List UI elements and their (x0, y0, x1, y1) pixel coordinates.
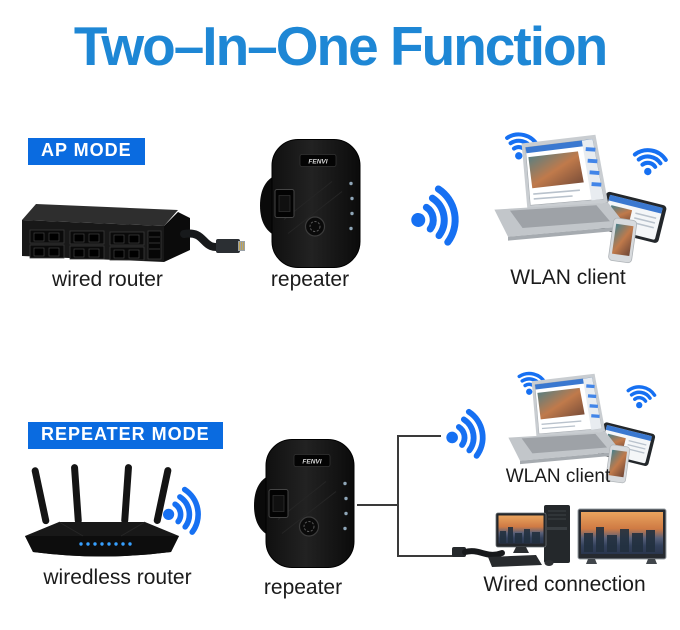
ethernet-port-icon (274, 189, 295, 218)
repeater-label-ap: repeater (270, 268, 350, 291)
rj45-plug (216, 239, 245, 253)
wifi-beam-graphic-ap (411, 185, 459, 246)
wired-router-label: wired router (52, 268, 163, 291)
wps-button (304, 216, 326, 237)
wlan-client-label-rep: WLAN client (505, 466, 611, 487)
keyboard (488, 555, 542, 567)
wifi-signal-icon-router (153, 484, 211, 540)
wired-connection-graphic (452, 505, 667, 567)
wired-router-image (12, 190, 247, 270)
desktop-monitor (495, 512, 547, 553)
wps-button (298, 516, 320, 537)
wlan-client-graphic-rep (508, 371, 657, 484)
router-top-face (22, 204, 178, 226)
ap-mode-badge: AP MODE (28, 138, 145, 165)
router-panel-slots (149, 236, 160, 250)
wireless-router-label: wiredless router (43, 566, 192, 589)
repeater-image-rep: FENVI (252, 437, 356, 570)
led-indicators (343, 481, 348, 531)
wifi-beam-graphic-wlan (446, 408, 486, 459)
repeater-graphic-rep: FENVI (254, 439, 355, 568)
wlan-client-image-rep (494, 368, 662, 484)
wlan-client-image-ap (476, 128, 676, 264)
router-right-panel (147, 230, 162, 260)
repeater-mode-badge: REPEATER MODE (28, 422, 223, 449)
wlan-client-label-ap: WLAN client (510, 266, 626, 289)
page-title: Two–In–One Function (73, 15, 608, 77)
smartphone (605, 444, 631, 484)
wireless-router-image (16, 462, 188, 566)
mouse (544, 560, 554, 566)
wifi-signal-icon-wlan (440, 406, 492, 464)
wifi-icon-tablet (626, 385, 657, 409)
connector-line-vertical (397, 435, 399, 557)
repeater-brand-plate (299, 154, 337, 167)
connector-line-bottom-branch (397, 555, 459, 557)
led-indicators (349, 181, 354, 231)
repeater-image-ap: FENVI (258, 137, 362, 270)
repeater-body (265, 439, 355, 568)
laptop (508, 373, 622, 465)
router-leds (79, 542, 132, 546)
router-antennas (31, 464, 172, 525)
router-body-seams (58, 521, 146, 537)
wifi-icon-tablet (632, 148, 668, 176)
connector-line-top-branch (397, 435, 441, 437)
repeater-brand-text: FENVI (302, 459, 321, 466)
router-port-modules (29, 229, 145, 261)
router-body-front (25, 536, 179, 557)
ethernet-port-icon (268, 489, 289, 518)
wired-router-graphic (22, 204, 245, 262)
wifi-beam-graphic-router (163, 486, 201, 535)
repeater-label-rep: repeater (263, 576, 343, 599)
laptop (494, 134, 627, 241)
desktop-tower (544, 505, 570, 563)
repeater-brand-text: FENVI (308, 159, 327, 166)
wireless-router-graphic (25, 464, 179, 557)
wired-connection-image (452, 503, 670, 571)
repeater-body (271, 139, 361, 268)
wired-connection-label: Wired connection (483, 573, 646, 596)
tv (577, 508, 667, 564)
repeater-brand-plate (293, 454, 331, 467)
wifi-signal-icon-ap (401, 182, 469, 252)
connector-line-repeater (357, 504, 399, 506)
wlan-client-graphic-ap (494, 132, 668, 264)
router-side-face (164, 212, 190, 262)
smartphone (608, 217, 638, 264)
repeater-graphic-ap: FENVI (260, 139, 361, 268)
ethernet-cable-icon (452, 547, 505, 558)
